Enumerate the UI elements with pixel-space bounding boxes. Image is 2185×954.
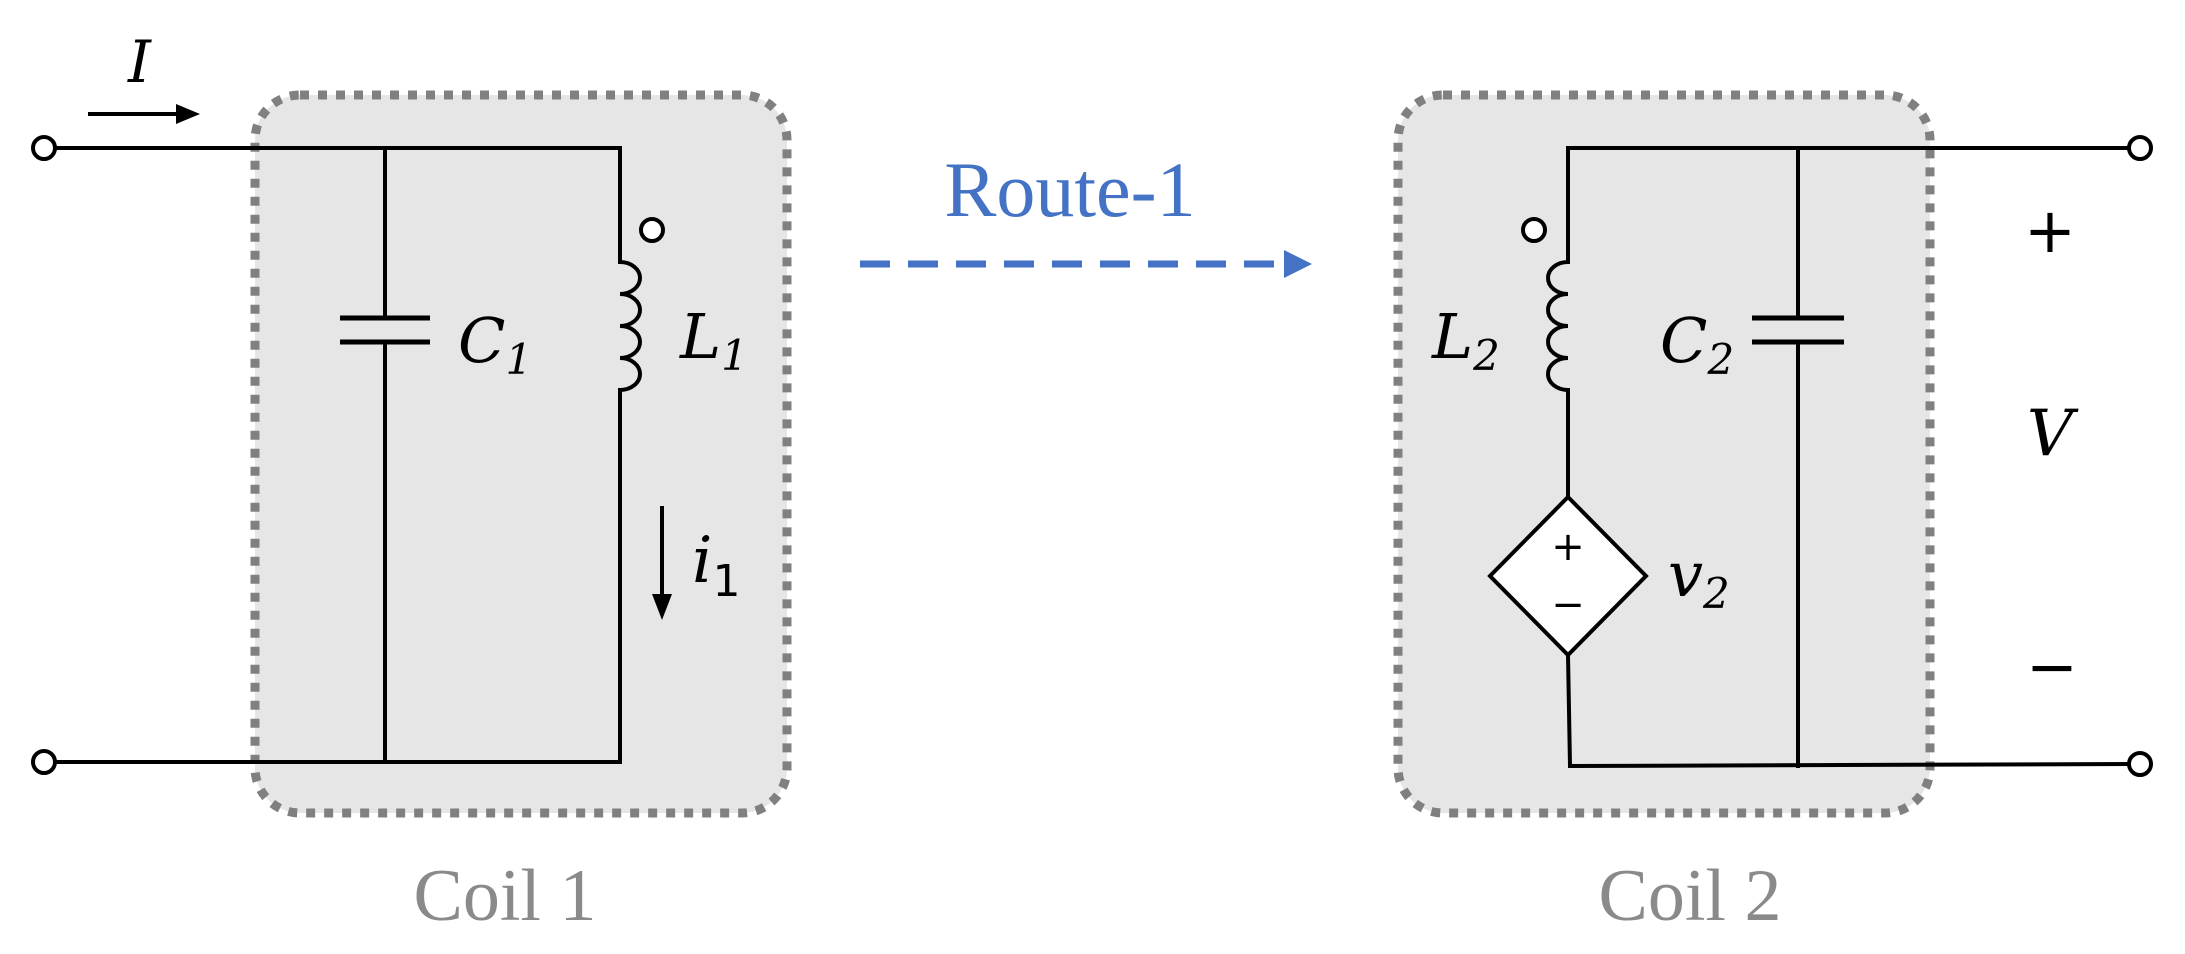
output-terminal-bottom bbox=[2127, 751, 2153, 777]
l2-label: L2 bbox=[1431, 300, 1500, 380]
l1-label: L1 bbox=[679, 300, 748, 380]
i1-current-arrow bbox=[652, 506, 672, 620]
output-terminal-top bbox=[2127, 135, 2153, 161]
input-terminal-bottom bbox=[31, 749, 57, 775]
route-1-label: Route-1 bbox=[944, 146, 1195, 233]
output-voltage-label: V bbox=[2027, 397, 2079, 471]
c2-label: C2 bbox=[1660, 304, 1734, 384]
input-current-arrow bbox=[88, 104, 200, 124]
coil1-box bbox=[250, 90, 792, 818]
coil1-caption: Coil 1 bbox=[414, 855, 597, 937]
route-1-arrow bbox=[860, 250, 1312, 278]
capacitor-c2 bbox=[1752, 146, 1844, 768]
v2-label: v2 bbox=[1668, 538, 1730, 618]
coil2-caption: Coil 2 bbox=[1599, 855, 1782, 937]
capacitor-c1 bbox=[340, 146, 430, 764]
input-terminal-top bbox=[31, 135, 57, 161]
dependent-voltage-source-v2 bbox=[1487, 494, 1649, 769]
c1-label: C1 bbox=[458, 304, 532, 384]
output-plus-sign: + bbox=[2024, 194, 2076, 267]
inductor-l2 bbox=[1546, 146, 1570, 499]
i1-label: i1 bbox=[692, 524, 740, 607]
source-minus-sign: − bbox=[1551, 582, 1585, 628]
inductor-l1 bbox=[618, 146, 642, 764]
l1-dot-marker bbox=[639, 217, 665, 243]
coil2-box bbox=[1393, 90, 1935, 818]
coil2-bottom-wire bbox=[1567, 761, 2133, 769]
output-minus-sign: − bbox=[2026, 630, 2078, 703]
input-current-label: I bbox=[127, 28, 152, 96]
source-plus-sign: + bbox=[1551, 524, 1585, 570]
l2-dot-marker bbox=[1521, 217, 1547, 243]
